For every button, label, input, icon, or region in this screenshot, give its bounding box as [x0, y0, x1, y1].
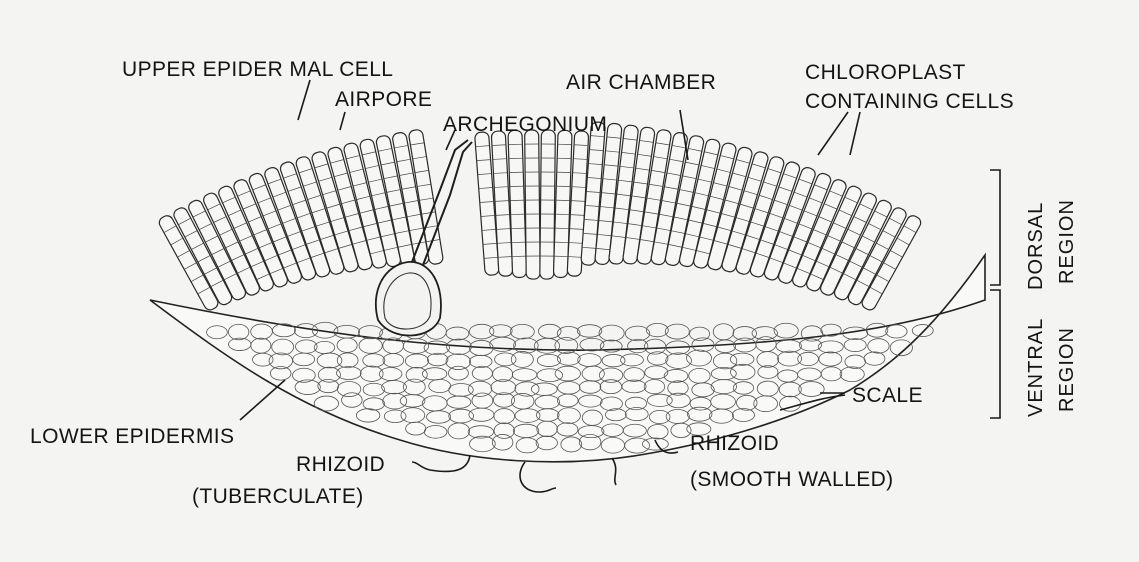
parenchyma-cell: [599, 325, 624, 341]
label-rhizoid-tuberculate: RHIZOID: [296, 453, 385, 476]
label-archegonium: ARCHEGONIUM: [443, 113, 607, 136]
parenchyma-cell: [646, 323, 668, 336]
label-ventral-region: REGION: [1056, 327, 1078, 412]
parenchyma-cell: [665, 324, 689, 339]
label-upper-epidermal-cell: UPPER EPIDER MAL CELL: [122, 58, 393, 81]
label-scale: SCALE: [852, 384, 923, 407]
label-lower-epidermis: LOWER EPIDERMIS: [30, 425, 234, 448]
label-airpore: AIRPORE: [335, 88, 432, 111]
dorsal-region-bracket: [990, 170, 1000, 285]
label-dorsal: DORSAL: [1025, 202, 1047, 290]
label-containing-cells: CONTAINING CELLS: [805, 90, 1014, 113]
parenchyma-cell: [713, 324, 734, 340]
rhizoid-tuberculate: [412, 455, 470, 471]
parenchyma-cell: [446, 327, 469, 340]
label-chloroplast: CHLOROPLAST: [805, 61, 966, 84]
rhizoid-smooth-1: [612, 458, 616, 485]
parenchyma-cell: [752, 327, 777, 340]
label-smooth-walled: (SMOOTH WALLED): [690, 468, 894, 491]
cell-column: [540, 130, 556, 279]
parenchyma-cell: [625, 326, 649, 341]
label-tuberculate: (TUBERCULATE): [192, 485, 364, 508]
label-rhizoid-smooth: RHIZOID: [690, 432, 779, 455]
parenchyma-cell: [489, 325, 512, 337]
parenchyma-cell: [469, 324, 494, 339]
chlorenchyma-columns: [157, 122, 923, 312]
ventral-region-bracket: [990, 290, 1000, 418]
cell-column: [525, 130, 541, 279]
parenchyma-cell: [774, 323, 798, 338]
parenchyma-cell: [577, 325, 601, 338]
label-air-chamber: AIR CHAMBER: [566, 71, 716, 94]
label-ventral: VENTRAL: [1025, 318, 1047, 417]
label-dorsal-region: REGION: [1056, 199, 1078, 284]
rhizoid-branch: [520, 462, 556, 492]
parenchyma-cell: [510, 324, 534, 339]
